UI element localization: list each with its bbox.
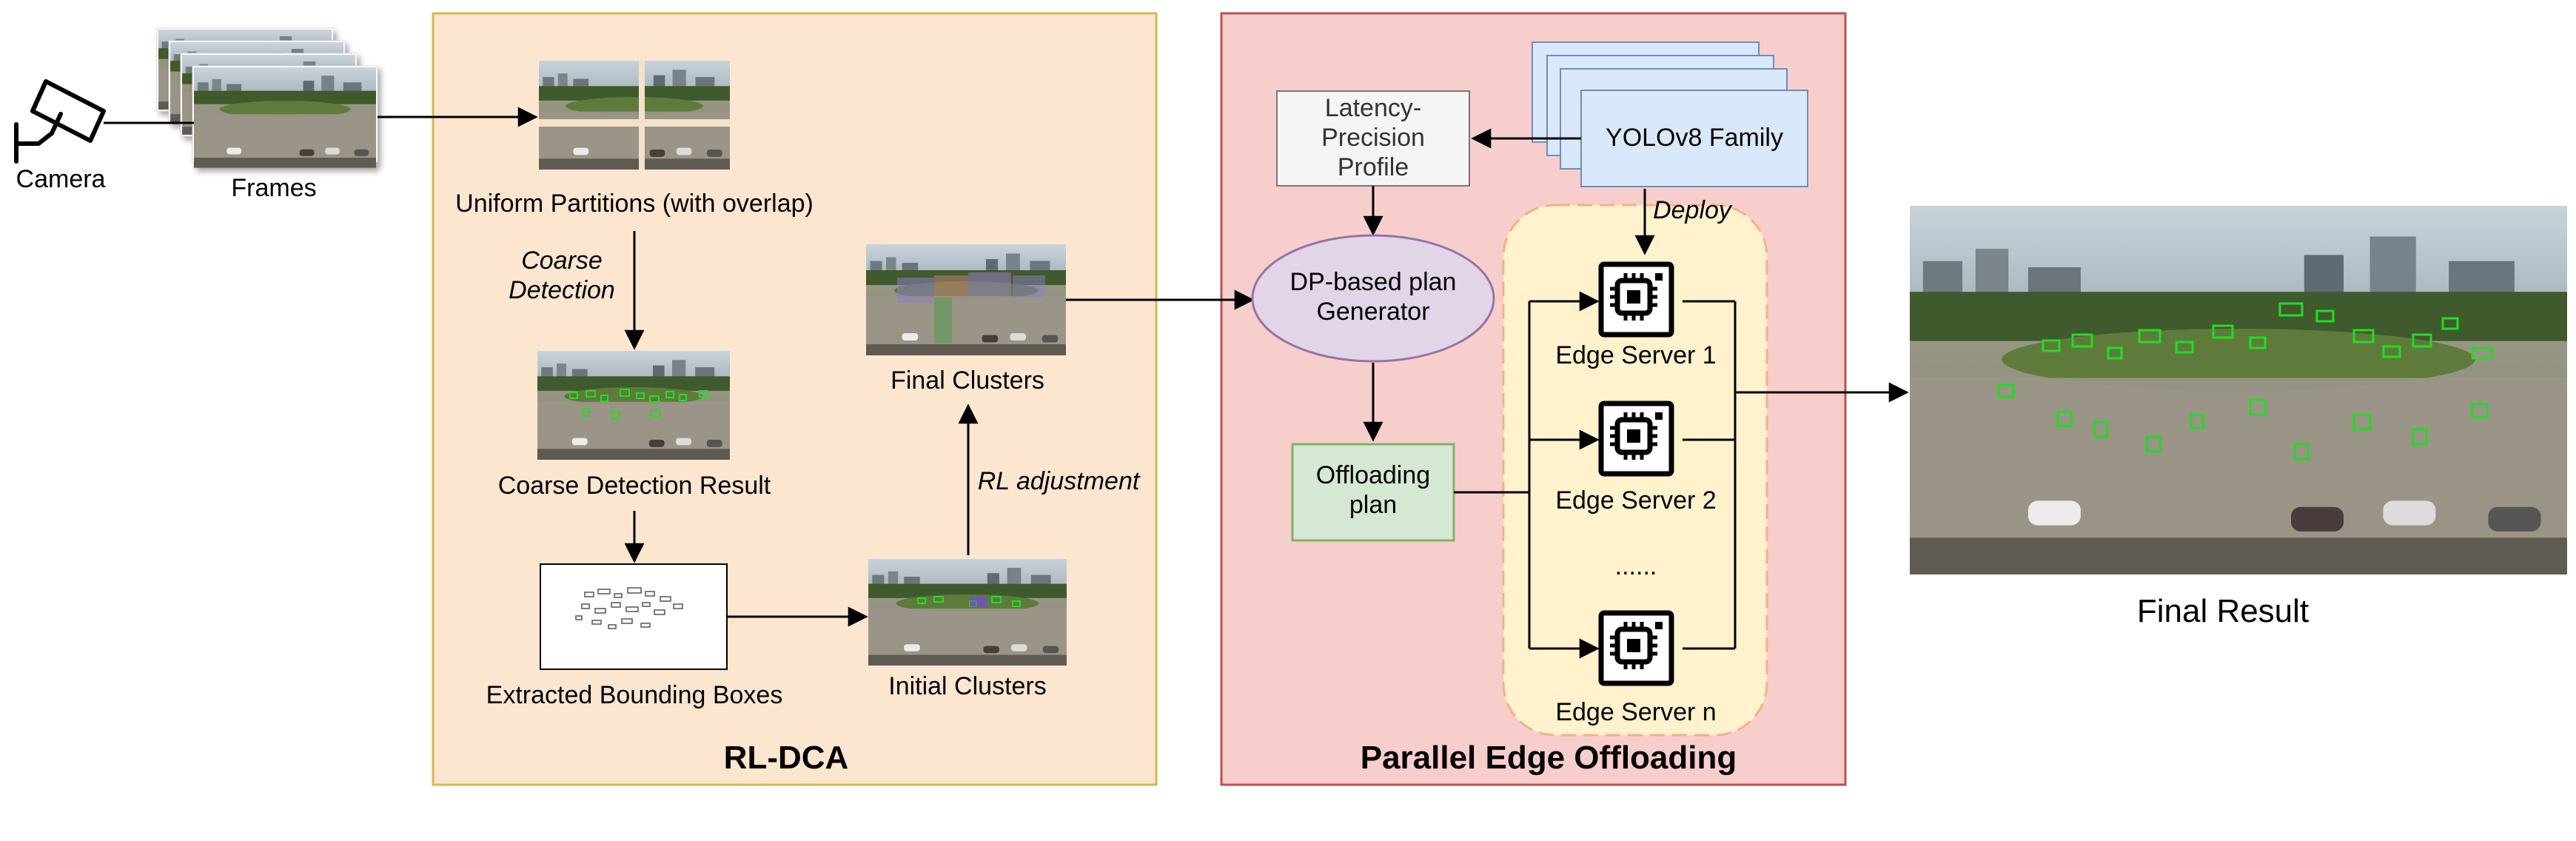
final-clusters-image [866, 244, 1066, 355]
server-chip-icon-n [1598, 610, 1674, 686]
uniform-partitions-label: Uniform Partitions (with overlap) [455, 190, 814, 218]
coarse-detection-image [537, 351, 730, 460]
yolo-family-label: YOLOv8 Family [1606, 124, 1783, 152]
edge-server-2-label: Edge Server 2 [1555, 486, 1717, 515]
extracted-boxes-label: Extracted Bounding Boxes [486, 681, 783, 709]
edge-server-n-label: Edge Server n [1555, 698, 1717, 726]
dp-generator-label: DP-based plan Generator [1289, 268, 1457, 326]
rl-dca-title: RL-DCA [723, 740, 849, 776]
dp-generator-ellipse [1251, 234, 1495, 363]
server-chip-icon-2 [1598, 401, 1674, 477]
coarse-detection-result-label: Coarse Detection Result [497, 472, 771, 500]
server-chip-icon-1 [1598, 261, 1674, 338]
final-clusters-label: Final Clusters [890, 366, 1044, 395]
yolo-family-stack [1532, 41, 1808, 187]
latency-profile-label: Latency- Precision Profile [1321, 94, 1425, 182]
final-result-label: Final Result [2136, 593, 2310, 629]
camera-label: Camera [16, 165, 106, 193]
uniform-partitions-image [539, 61, 730, 170]
deploy-label: Deploy [1653, 196, 1731, 224]
frames-stack [156, 27, 378, 168]
frames-label: Frames [231, 174, 317, 202]
offloading-title: Parallel Edge Offloading [1360, 740, 1737, 776]
camera-icon [14, 79, 106, 164]
initial-clusters-label: Initial Clusters [888, 672, 1047, 700]
initial-clusters-image [868, 559, 1067, 666]
offloading-plan-label: Offloading plan [1315, 461, 1431, 520]
ellipsis-label: ...... [1614, 552, 1657, 580]
extracted-boxes-image [540, 563, 728, 670]
edge-server-1-label: Edge Server 1 [1555, 341, 1717, 369]
final-result-image [1910, 206, 2567, 574]
latency-profile-box [1276, 90, 1470, 187]
coarse-detection-step-label: Coarse Detection [509, 247, 615, 305]
offloading-plan-box [1291, 443, 1455, 542]
rl-adjustment-label: RL adjustment [977, 467, 1140, 495]
